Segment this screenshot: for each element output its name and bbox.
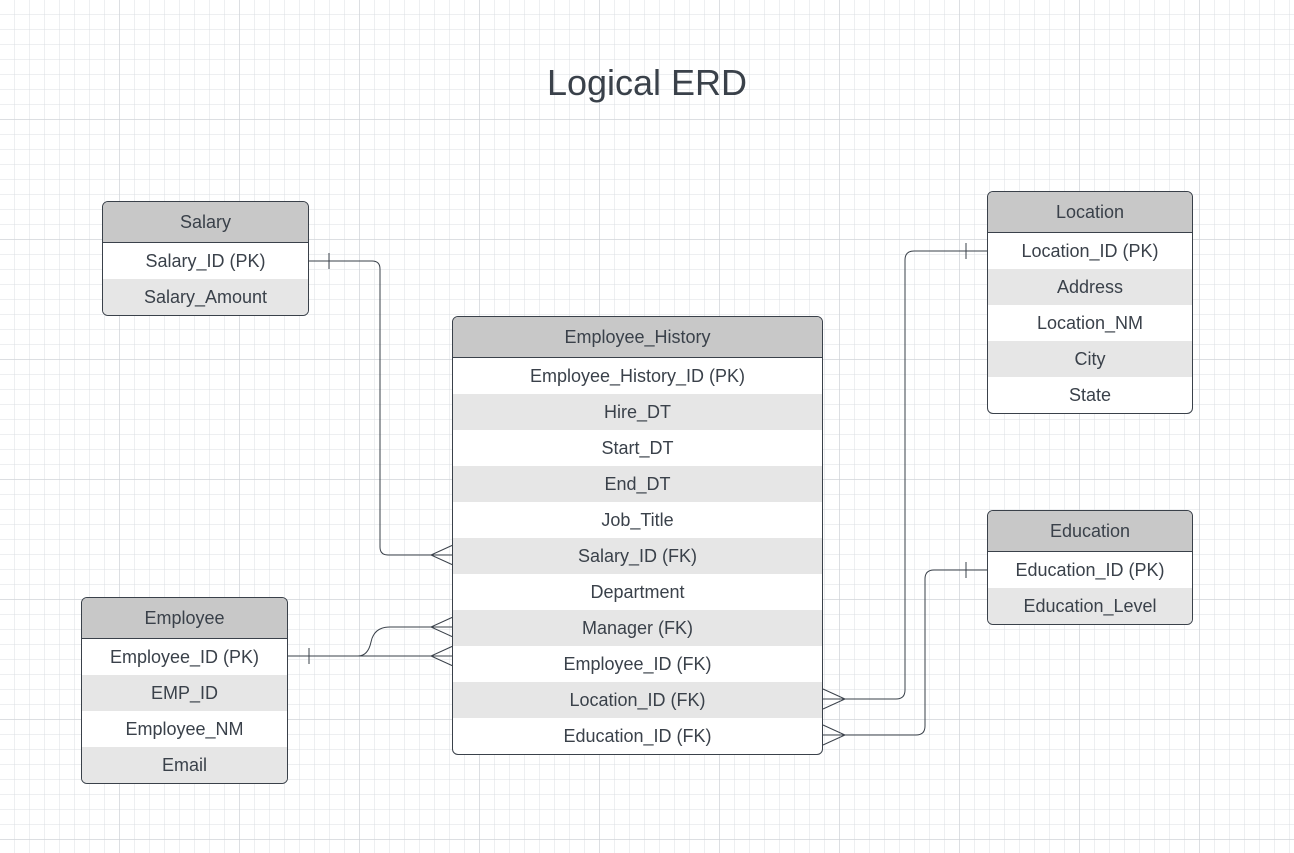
attribute-city: City xyxy=(988,341,1192,377)
entity-education[interactable]: Education Education_ID (PK) Education_Le… xyxy=(987,510,1193,625)
entity-employee-history[interactable]: Employee_History Employee_History_ID (PK… xyxy=(452,316,823,755)
entity-location-header: Location xyxy=(988,192,1192,233)
attribute-end-dt: End_DT xyxy=(453,466,822,502)
attribute-address: Address xyxy=(988,269,1192,305)
connector-salary-employee-history xyxy=(308,253,454,566)
attribute-salary-id-fk: Salary_ID (FK) xyxy=(453,538,822,574)
connector-employee-manager xyxy=(288,616,454,657)
attribute-salary-amount: Salary_Amount xyxy=(103,279,308,315)
diagram-title: Logical ERD xyxy=(546,62,748,103)
many-marker xyxy=(429,645,454,667)
connector-employee-employee-history xyxy=(288,645,454,667)
attribute-location-nm: Location_NM xyxy=(1036,313,1144,333)
attribute-location-id-fk: Location_ID (FK) xyxy=(453,682,822,718)
attribute-department: Department xyxy=(590,582,685,602)
connector-education-employee-history xyxy=(822,562,988,746)
many-marker xyxy=(822,724,847,746)
attribute-location-id: Location_ID (PK) xyxy=(1021,241,1159,261)
attribute-employee-history-id: Employee_History_ID (PK) xyxy=(529,366,746,386)
many-marker xyxy=(429,544,454,566)
entity-employee-history-header: Employee_History xyxy=(453,317,822,358)
attribute-education-level: Education_Level xyxy=(988,588,1192,624)
attribute-state: State xyxy=(1068,385,1112,405)
many-marker xyxy=(429,616,454,638)
entity-location[interactable]: Location Location_ID (PK) Address Locati… xyxy=(987,191,1193,414)
attribute-education-id-fk: Education_ID (FK) xyxy=(563,726,712,746)
attribute-employee-id-fk: Employee_ID (FK) xyxy=(563,654,712,674)
attribute-hire-dt: Hire_DT xyxy=(453,394,822,430)
entity-salary-header: Salary xyxy=(103,202,308,243)
attribute-education-id: Education_ID (PK) xyxy=(1015,560,1165,580)
attribute-manager-fk: Manager (FK) xyxy=(453,610,822,646)
many-marker xyxy=(822,688,847,710)
attribute-emp-id: EMP_ID xyxy=(82,675,287,711)
connector-location-employee-history xyxy=(822,243,988,710)
entity-employee-header: Employee xyxy=(82,598,287,639)
attribute-email: Email xyxy=(82,747,287,783)
entity-education-header: Education xyxy=(988,511,1192,552)
attribute-job-title: Job_Title xyxy=(601,510,674,530)
entity-salary[interactable]: Salary Salary_ID (PK) Salary_Amount xyxy=(102,201,309,316)
attribute-start-dt: Start_DT xyxy=(601,438,674,458)
attribute-employee-id: Employee_ID (PK) xyxy=(109,647,260,667)
entity-employee[interactable]: Employee Employee_ID (PK) EMP_ID Employe… xyxy=(81,597,288,784)
attribute-employee-nm: Employee_NM xyxy=(125,719,244,739)
attribute-salary-id: Salary_ID (PK) xyxy=(145,251,266,271)
